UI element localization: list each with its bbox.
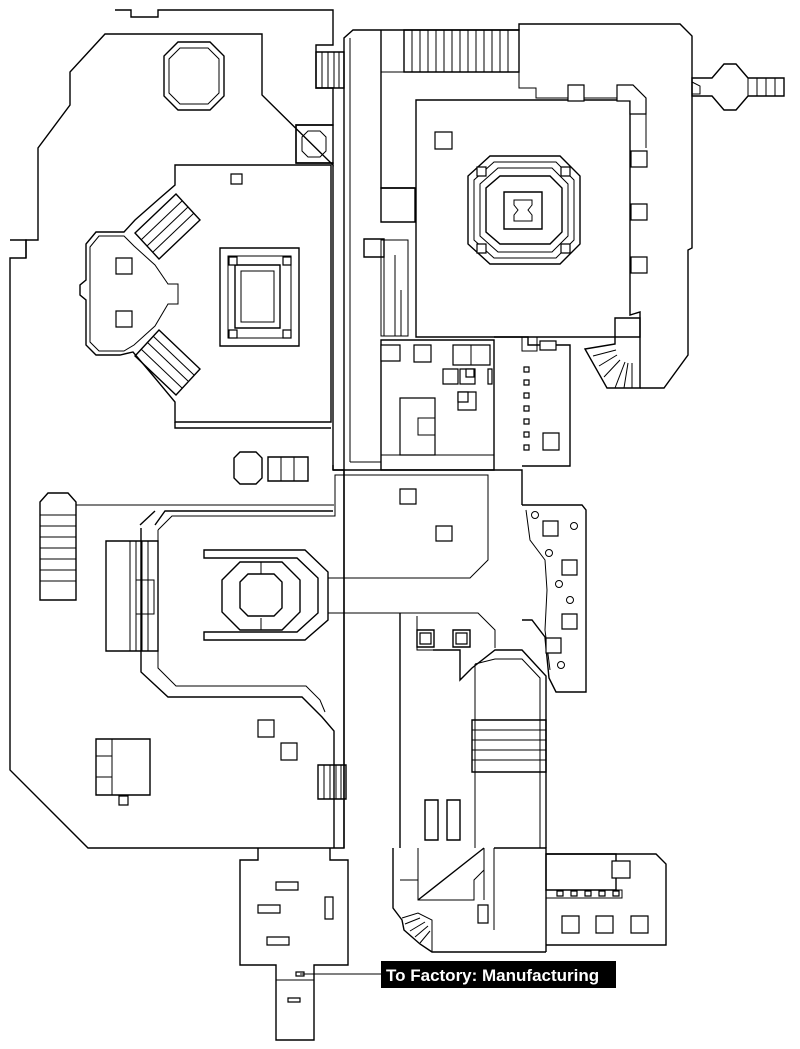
exit-label-text: To Factory: Manufacturing [386,966,599,985]
stairs-diagonal-south [135,330,200,395]
pillar-hall [494,337,570,466]
stairs-west [40,493,334,600]
west-room-props [175,422,331,484]
spiral-stairs-east [585,318,640,388]
reactor-core [468,156,580,264]
central-west-hall [80,165,331,422]
octagon-chamber [204,550,328,640]
octagon-pillar-small [296,125,333,163]
west-wing-outline [10,10,344,848]
stairs-diagonal-north [135,194,200,259]
octagon-pillar-north [164,42,224,110]
northeast-exit-pod [692,64,784,110]
corridor-crates [400,489,452,541]
central-dais [220,248,299,346]
southeast-complex [393,848,666,952]
southwest-room [96,720,346,805]
south-central-hall [400,613,546,848]
south-exit-room [240,848,348,1040]
central-corridor [140,470,522,848]
northeast-hall [381,24,692,388]
control-room [381,340,494,470]
north-south-spine [344,30,384,848]
exit-label-background [381,961,616,988]
stairs-north-west [316,52,344,88]
stairs-corridor-west [106,541,158,651]
exit-label: To Factory: Manufacturing [300,961,616,988]
east-cavern [522,505,586,692]
